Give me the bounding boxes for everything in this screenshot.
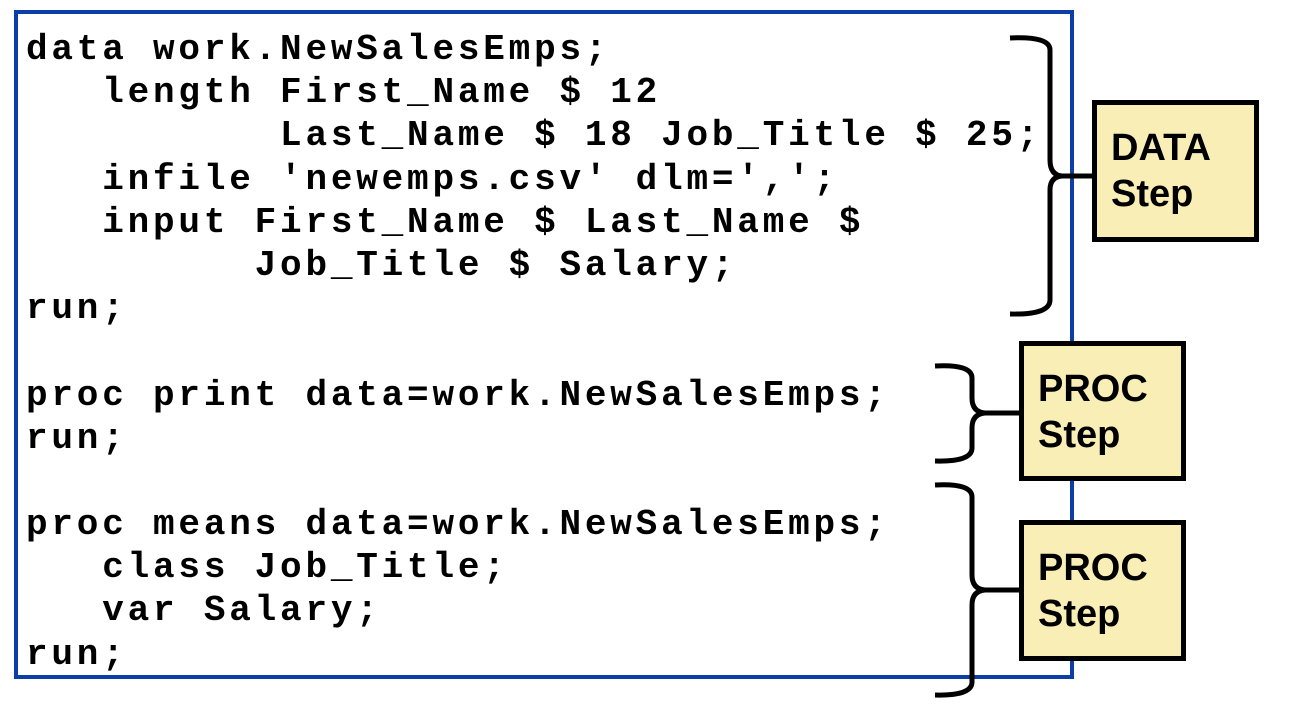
code-line: run;: [26, 417, 128, 459]
code-line: var Salary;: [26, 590, 382, 632]
proc-step-2-bracket: [934, 482, 1020, 698]
code-line: Last_Name $ 18 Job_Title $ 25;: [26, 115, 1043, 157]
code-line: length First_Name $ 12: [26, 72, 662, 114]
proc-step-2-line1: PROC: [1038, 547, 1148, 589]
code-line: infile 'newemps.csv' dlm=',';: [26, 158, 839, 200]
proc-step-2-label: PROC Step: [1019, 520, 1186, 661]
data-step-line1: DATA: [1111, 127, 1211, 169]
code-line: proc print data=work.NewSalesEmps;: [26, 374, 890, 416]
code-line: proc means data=work.NewSalesEmps;: [26, 504, 890, 546]
data-step-line2: Step: [1111, 173, 1194, 215]
sas-code: data work.NewSalesEmps; length First_Nam…: [26, 28, 1042, 676]
code-line: run;: [26, 288, 128, 330]
code-line: input First_Name $ Last_Name $: [26, 201, 865, 243]
code-line: run;: [26, 633, 128, 675]
code-line: Job_Title $ Salary;: [26, 244, 738, 286]
code-line: class Job_Title;: [26, 547, 509, 589]
data-step-bracket: [1009, 35, 1092, 317]
proc-step-1-label: PROC Step: [1019, 341, 1186, 481]
proc-step-1-bracket: [934, 363, 1020, 464]
data-step-label: DATA Step: [1092, 100, 1259, 242]
proc-step-1-line1: PROC: [1038, 368, 1148, 410]
code-line: data work.NewSalesEmps;: [26, 29, 611, 70]
proc-step-1-line2: Step: [1038, 414, 1121, 456]
proc-step-2-line2: Step: [1038, 593, 1121, 635]
sas-code-box: data work.NewSalesEmps; length First_Nam…: [14, 10, 1074, 679]
